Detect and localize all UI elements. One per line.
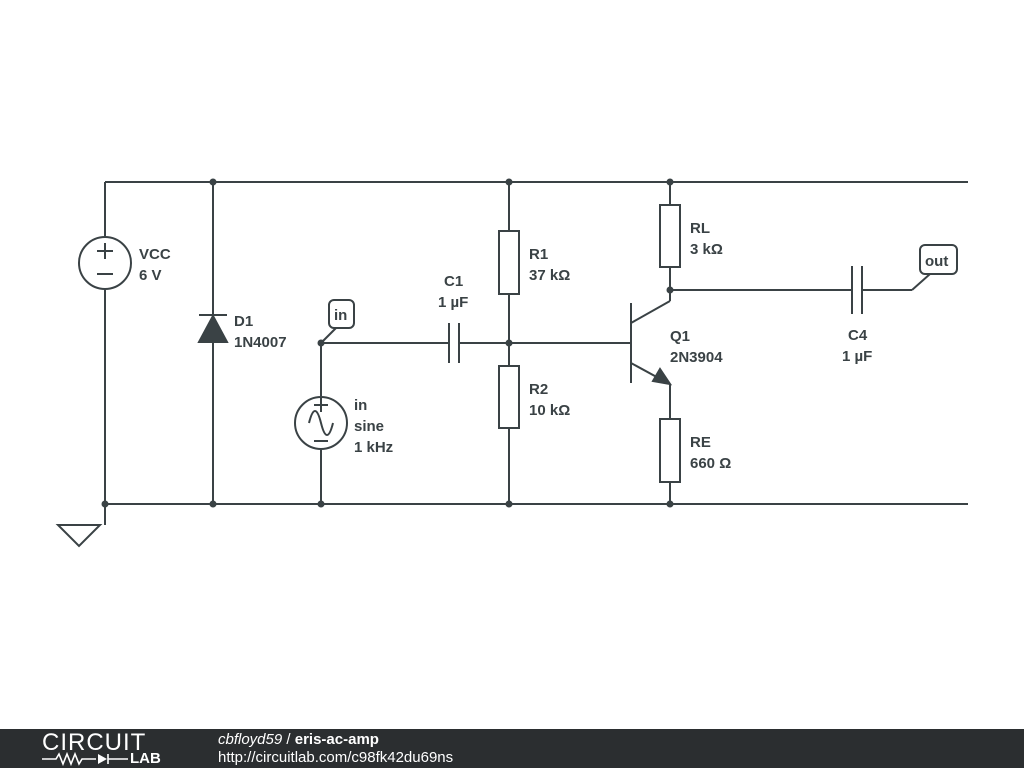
circuitlab-logo[interactable]: CIRCUIT LAB xyxy=(42,731,182,767)
output-flag-lead xyxy=(911,273,931,291)
c4-value: 1 µF xyxy=(842,348,872,365)
rl-value: 3 kΩ xyxy=(690,241,723,258)
q1-value: 2N3904 xyxy=(670,349,723,366)
input-flag-lead xyxy=(320,327,337,344)
re-value: 660 Ω xyxy=(690,455,731,472)
vcc-name: VCC xyxy=(139,246,171,263)
out-port[interactable]: out xyxy=(919,244,958,275)
c1-name: C1 xyxy=(444,273,463,290)
c1-value: 1 µF xyxy=(438,294,468,311)
credit-separator: / xyxy=(282,731,295,748)
vcc-source[interactable] xyxy=(78,182,132,504)
vin-name: in xyxy=(354,397,367,414)
c4-name: C4 xyxy=(848,327,868,344)
resistor-diode-icon xyxy=(42,752,128,766)
project-url-link[interactable]: http://circuitlab.com/c98fk42du69ns xyxy=(218,749,454,766)
capacitor-c4[interactable] xyxy=(851,266,863,314)
vcc-value: 6 V xyxy=(139,267,162,284)
r1-name: R1 xyxy=(529,246,548,263)
logo-wordmark-bottom: LAB xyxy=(130,750,161,767)
r2-name: R2 xyxy=(529,381,548,398)
resistor-r1[interactable] xyxy=(498,182,520,343)
author-name[interactable]: cbfloyd59 xyxy=(218,731,283,748)
credit-line: cbfloyd59 / eris-ac-amp xyxy=(218,731,379,749)
capacitor-c1[interactable] xyxy=(448,323,460,363)
transistor-q1[interactable] xyxy=(630,290,673,419)
in-port-label: in xyxy=(334,307,347,324)
logo-wordmark-top: CIRCUIT xyxy=(42,729,147,756)
q1-name: Q1 xyxy=(670,328,690,345)
diode-d1[interactable] xyxy=(197,182,229,504)
resistor-r2[interactable] xyxy=(498,343,520,504)
project-name[interactable]: eris-ac-amp xyxy=(294,731,379,748)
d1-value: 1N4007 xyxy=(234,334,287,351)
vin-type: sine xyxy=(354,418,384,435)
in-port[interactable]: in xyxy=(328,299,355,329)
sine-source[interactable] xyxy=(294,343,348,504)
re-name: RE xyxy=(690,434,711,451)
r1-value: 37 kΩ xyxy=(529,267,570,284)
d1-name: D1 xyxy=(234,313,253,330)
resistor-rl[interactable] xyxy=(659,182,681,290)
resistor-re[interactable] xyxy=(659,418,681,504)
circuit-schematic: VCC 6 V D1 1N4007 in in sine 1 kHz C1 1 … xyxy=(55,178,968,548)
ground-symbol xyxy=(55,504,106,548)
junction-dots xyxy=(101,178,674,508)
out-port-label: out xyxy=(925,253,948,270)
vin-freq: 1 kHz xyxy=(354,439,393,456)
rl-name: RL xyxy=(690,220,710,237)
r2-value: 10 kΩ xyxy=(529,402,570,419)
footer-bar: CIRCUIT LAB cbfloyd59 / eris-ac-amp http… xyxy=(0,729,1024,768)
